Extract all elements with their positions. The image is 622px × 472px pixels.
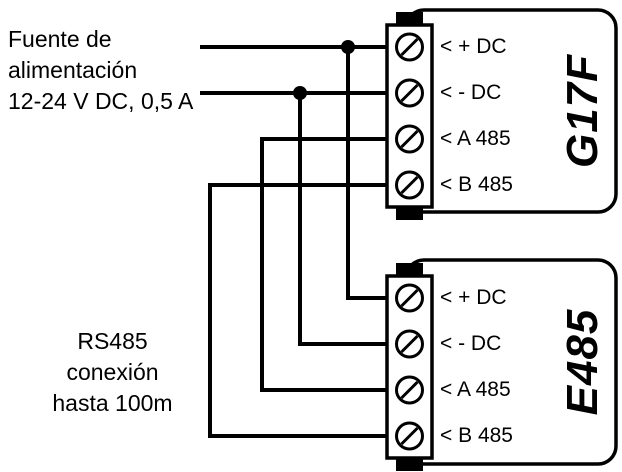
g17f-terminal-b485: < B 485 bbox=[440, 173, 513, 196]
g17f-terminal-a485: < A 485 bbox=[440, 127, 511, 150]
e485-terminal-a485: < A 485 bbox=[440, 378, 511, 401]
e485-terminal-b485: < B 485 bbox=[440, 424, 513, 447]
screw-slots bbox=[400, 288, 419, 446]
g17f-terminal-minus-dc: < - DC bbox=[440, 81, 502, 104]
g17f-terminal-plus-dc: < + DC bbox=[440, 35, 507, 58]
device-name-g17f: G17F bbox=[558, 53, 607, 169]
screw-terminals bbox=[395, 32, 424, 200]
wire-b485 bbox=[208, 183, 388, 438]
e485-terminal-plus-dc: < + DC bbox=[440, 286, 507, 309]
terminal-strip-e485 bbox=[385, 263, 434, 471]
e485-terminal-minus-dc: < - DC bbox=[440, 332, 502, 355]
terminal-strip-g17f bbox=[385, 12, 434, 220]
power-supply-label: Fuente de alimentación 12-24 V DC, 0,5 A bbox=[8, 24, 193, 117]
power-supply-label-line3: 12-24 V DC, 0,5 A bbox=[8, 88, 194, 114]
rs485-label-line3: hasta 100m bbox=[52, 390, 173, 416]
screw-terminals bbox=[395, 283, 424, 451]
wire-a485 bbox=[260, 137, 388, 392]
wire-plus-branch bbox=[346, 47, 388, 300]
device-name-e485: E485 bbox=[558, 308, 607, 416]
rs485-label-line1: RS485 bbox=[77, 328, 148, 354]
rs485-label-line2: conexión bbox=[66, 359, 159, 385]
junction-dots bbox=[293, 40, 355, 100]
junction-dot bbox=[341, 40, 355, 54]
screw-slots bbox=[400, 37, 419, 195]
power-supply-label-line1: Fuente de bbox=[8, 26, 112, 52]
wire-minus-branch bbox=[298, 93, 388, 346]
power-supply-label-line2: alimentación bbox=[8, 57, 138, 83]
rs485-label: RS485 conexión hasta 100m bbox=[30, 326, 195, 419]
wires bbox=[200, 45, 388, 438]
junction-dot bbox=[293, 86, 307, 100]
